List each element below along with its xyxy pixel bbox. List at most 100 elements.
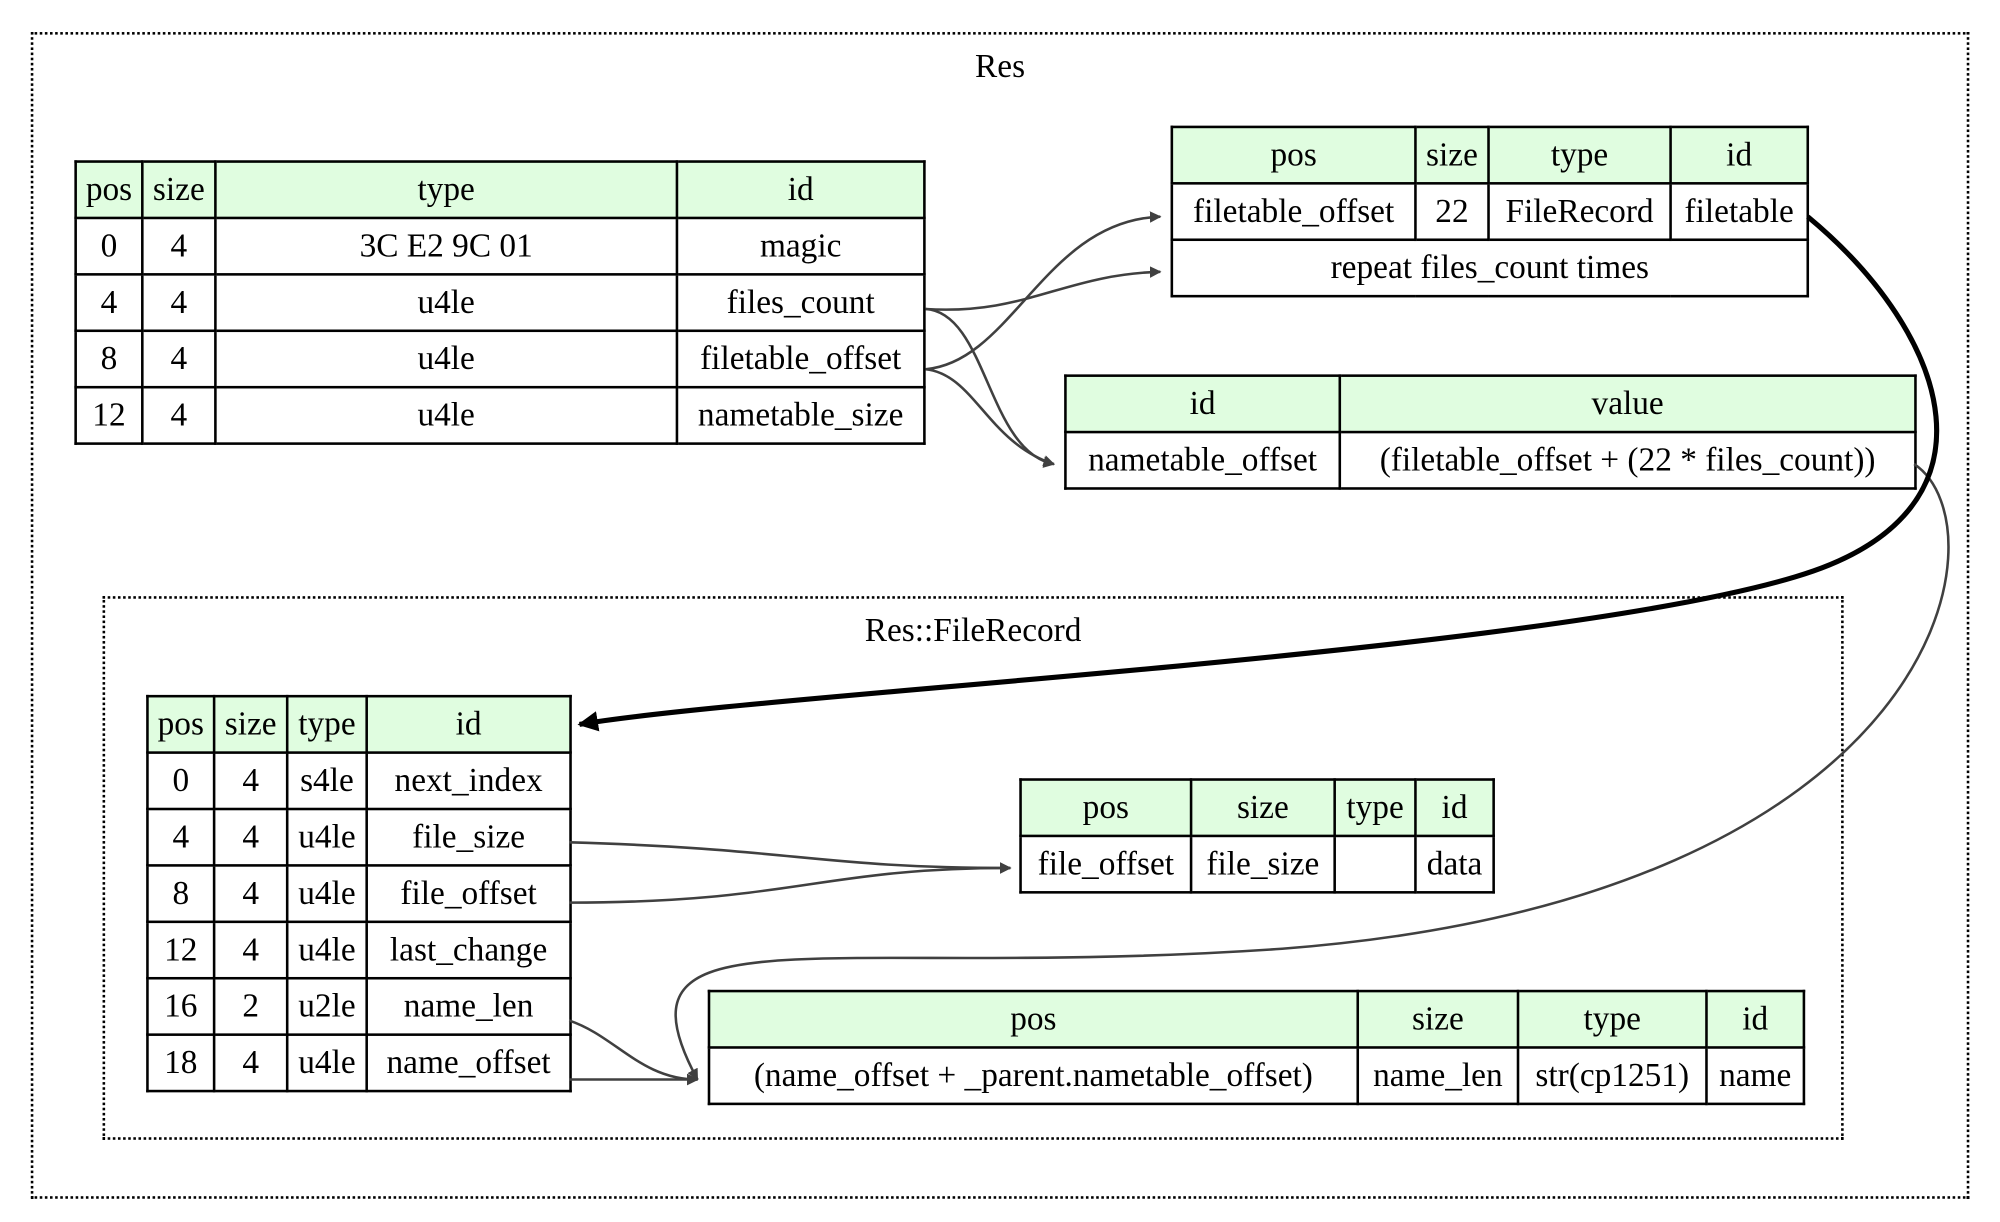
- table-cell: 4: [141, 385, 217, 445]
- table-cell: 2: [212, 976, 289, 1036]
- table-cell: file_size: [365, 807, 572, 867]
- header-cell: pos: [707, 989, 1360, 1049]
- table-cell: file_offset: [1019, 834, 1193, 894]
- header-cell: type: [1333, 778, 1417, 838]
- header-cell: pos: [1170, 125, 1417, 185]
- table-cell: name_len: [1356, 1046, 1520, 1106]
- res-seq-table: pos size type id 0 4 3C E2 9C 01 magic 4…: [74, 160, 926, 445]
- header-cell: id: [365, 694, 572, 754]
- repeat-cell: repeat files_count times: [1170, 238, 1810, 298]
- table-cell: last_change: [365, 920, 572, 980]
- filerecord-seq-table: pos size type id 0 4 s4le next_index 4 4…: [146, 694, 572, 1093]
- table-cell: u4le: [214, 329, 679, 389]
- table-cell: 12: [146, 920, 216, 980]
- header-cell: id: [1064, 374, 1342, 434]
- table-header-row: pos size type id: [1019, 778, 1495, 838]
- table-cell: 4: [212, 807, 289, 867]
- header-cell: size: [1356, 989, 1520, 1049]
- table-cell: u4le: [285, 1033, 368, 1093]
- edge-filetable-offset-to-filetable-pos: [925, 211, 1162, 371]
- table-cell: nametable_offset: [1064, 430, 1342, 490]
- table-row: 18 4 u4le name_offset: [146, 1033, 572, 1093]
- table-header-row: id value: [1064, 374, 1917, 434]
- header-cell: size: [141, 160, 217, 220]
- table-cell: file_offset: [365, 864, 572, 924]
- name-instance-table: pos size type id (name_offset + _parent.…: [707, 989, 1806, 1106]
- nametable-offset-instance-table: id value nametable_offset (filetable_off…: [1064, 374, 1917, 490]
- table-row: 12 4 u4le nametable_size: [74, 385, 926, 445]
- table-cell: u4le: [214, 273, 679, 333]
- table-cell: (name_offset + _parent.nametable_offset): [707, 1046, 1360, 1106]
- table-header-row: pos size type id: [146, 694, 572, 754]
- table-row: 4 4 u4le files_count: [74, 273, 926, 333]
- edge-file-offset-to-data: [569, 862, 1012, 904]
- table-header-row: pos size type id: [74, 160, 926, 220]
- table-row: 8 4 u4le filetable_offset: [74, 329, 926, 389]
- header-cell: pos: [146, 694, 216, 754]
- header-cell: type: [1516, 989, 1708, 1049]
- table-cell: 12: [74, 385, 144, 445]
- filetable-instance-table: pos size type id filetable_offset 22 Fil…: [1170, 125, 1810, 298]
- table-row: nametable_offset (filetable_offset + (22…: [1064, 430, 1917, 490]
- table-row: 16 2 u2le name_len: [146, 976, 572, 1036]
- table-cell: 22: [1414, 182, 1490, 242]
- header-cell: type: [214, 160, 679, 220]
- header-cell: value: [1338, 374, 1917, 434]
- table-cell: 3C E2 9C 01: [214, 216, 679, 276]
- edge-files-count-to-nametable-offset: [925, 307, 1056, 468]
- header-cell: id: [675, 160, 926, 220]
- edge-files-count-to-repeat: [925, 266, 1162, 311]
- data-instance-table: pos size type id file_offset file_size d…: [1019, 778, 1495, 894]
- header-cell: size: [1189, 778, 1336, 838]
- cluster-res-title: Res: [975, 47, 1026, 85]
- table-cell: 8: [146, 864, 216, 924]
- header-cell: type: [285, 694, 368, 754]
- table-cell: name: [1705, 1046, 1806, 1106]
- table-row: repeat files_count times: [1170, 238, 1810, 298]
- table-row: 0 4 3C E2 9C 01 magic: [74, 216, 926, 276]
- table-row: file_offset file_size data: [1019, 834, 1495, 894]
- table-cell: filetable_offset: [1170, 182, 1417, 242]
- table-cell: 4: [141, 329, 217, 389]
- table-cell: u2le: [285, 976, 368, 1036]
- header-cell: pos: [1019, 778, 1193, 838]
- edge-filetable-offset-to-nametable-offset: [925, 367, 1055, 467]
- table-cell: 4: [141, 216, 217, 276]
- cluster-res: Res: [30, 32, 1970, 1199]
- header-cell: type: [1487, 125, 1672, 185]
- cluster-filerecord-title: Res::FileRecord: [864, 611, 1082, 649]
- table-cell: name_offset: [365, 1033, 572, 1093]
- table-cell: 16: [146, 976, 216, 1036]
- table-cell: 18: [146, 1033, 216, 1093]
- table-cell: 4: [146, 807, 216, 867]
- table-cell: 4: [141, 273, 217, 333]
- edge-file-size-to-data: [569, 841, 1012, 874]
- table-cell: u4le: [285, 920, 368, 980]
- table-cell: file_size: [1189, 834, 1336, 894]
- table-cell: [1333, 834, 1417, 894]
- header-cell: size: [1414, 125, 1490, 185]
- table-header-row: pos size type id: [1170, 125, 1810, 185]
- edge-filetable-to-filerecord-type: [577, 214, 1940, 732]
- header-cell: pos: [74, 160, 144, 220]
- table-cell: magic: [675, 216, 926, 276]
- header-cell: size: [212, 694, 289, 754]
- table-cell: str(cp1251): [1516, 1046, 1708, 1106]
- table-cell: u4le: [285, 864, 368, 924]
- edge-nametable-offset-to-name-pos: [674, 463, 1950, 1081]
- table-cell: filetable: [1669, 182, 1810, 242]
- table-cell: s4le: [285, 751, 368, 811]
- table-row: 12 4 u4le last_change: [146, 920, 572, 980]
- table-cell: data: [1414, 834, 1495, 894]
- cluster-filerecord: Res::FileRecord: [102, 596, 1844, 1140]
- table-row: 8 4 u4le file_offset: [146, 864, 572, 924]
- table-cell: u4le: [214, 385, 679, 445]
- table-cell: 4: [212, 864, 289, 924]
- edge-name-len-to-name-pos: [568, 1019, 699, 1086]
- table-cell: (filetable_offset + (22 * files_count)): [1338, 430, 1917, 490]
- header-cell: id: [1669, 125, 1810, 185]
- table-row: 0 4 s4le next_index: [146, 751, 572, 811]
- table-cell: files_count: [675, 273, 926, 333]
